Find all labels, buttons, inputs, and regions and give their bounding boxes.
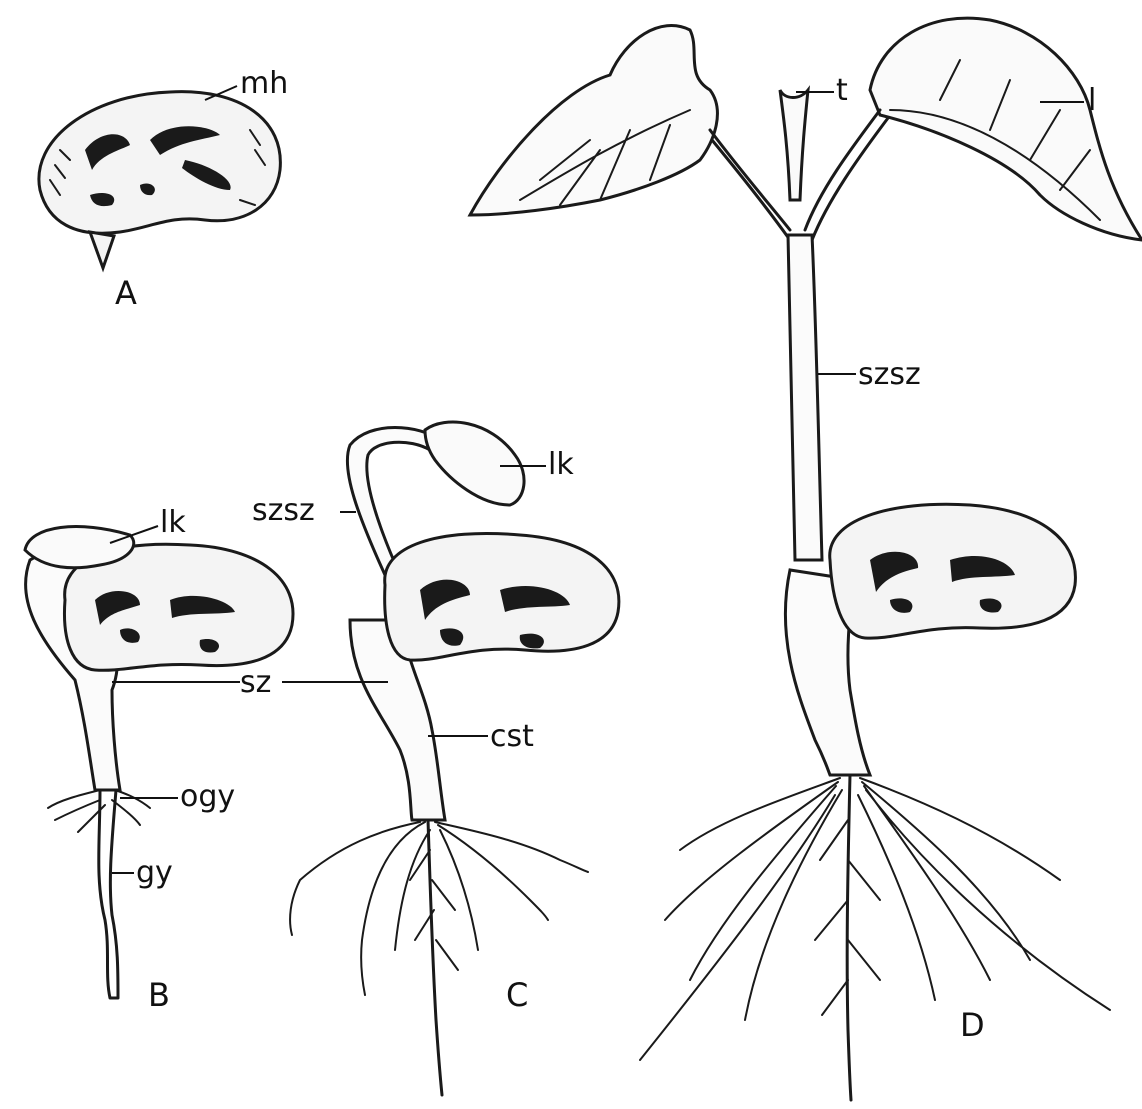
plant-d-terminal-bud	[780, 90, 808, 200]
seedling-b-plumule	[25, 527, 134, 568]
label-d-szsz: szsz	[858, 357, 921, 392]
label-c-szsz: szsz	[252, 493, 315, 528]
panel-label-b: B	[148, 976, 170, 1014]
seedling-c	[290, 422, 619, 1095]
seedling-c-primary-root	[428, 820, 442, 1095]
plant-d-left-leaf	[470, 26, 717, 215]
seed-a-radicle	[90, 232, 114, 268]
plant-d-primary-root	[847, 775, 851, 1100]
seed-a	[39, 92, 280, 268]
label-b-lk: lk	[160, 505, 186, 540]
panel-label-a: A	[115, 274, 137, 312]
seedling-c-lateral-roots	[290, 822, 588, 995]
seedling-c-young-leaves	[425, 422, 524, 505]
plant-d-right-leaf	[870, 18, 1142, 240]
plant-d-lateral-roots	[640, 778, 1110, 1060]
seedling-b-primary-root	[99, 790, 118, 998]
panel-label-d: D	[960, 1006, 985, 1044]
panel-label-c: C	[506, 976, 528, 1014]
label-a-mh: mh	[240, 66, 288, 101]
plant-d-right-petiole	[805, 110, 888, 240]
plant-d-left-petiole	[710, 130, 790, 240]
label-b-gy: gy	[136, 855, 173, 890]
label-c-lk: lk	[548, 447, 574, 482]
label-b-sz: sz	[240, 665, 271, 700]
plant-d-epicotyl	[788, 235, 822, 560]
seedling-b	[25, 527, 293, 998]
label-d-l: l	[1088, 83, 1096, 118]
label-c-cst: cst	[490, 719, 534, 754]
seed-a-body	[39, 92, 280, 234]
label-d-t: t	[836, 73, 848, 108]
label-b-ogy: ogy	[180, 779, 235, 814]
